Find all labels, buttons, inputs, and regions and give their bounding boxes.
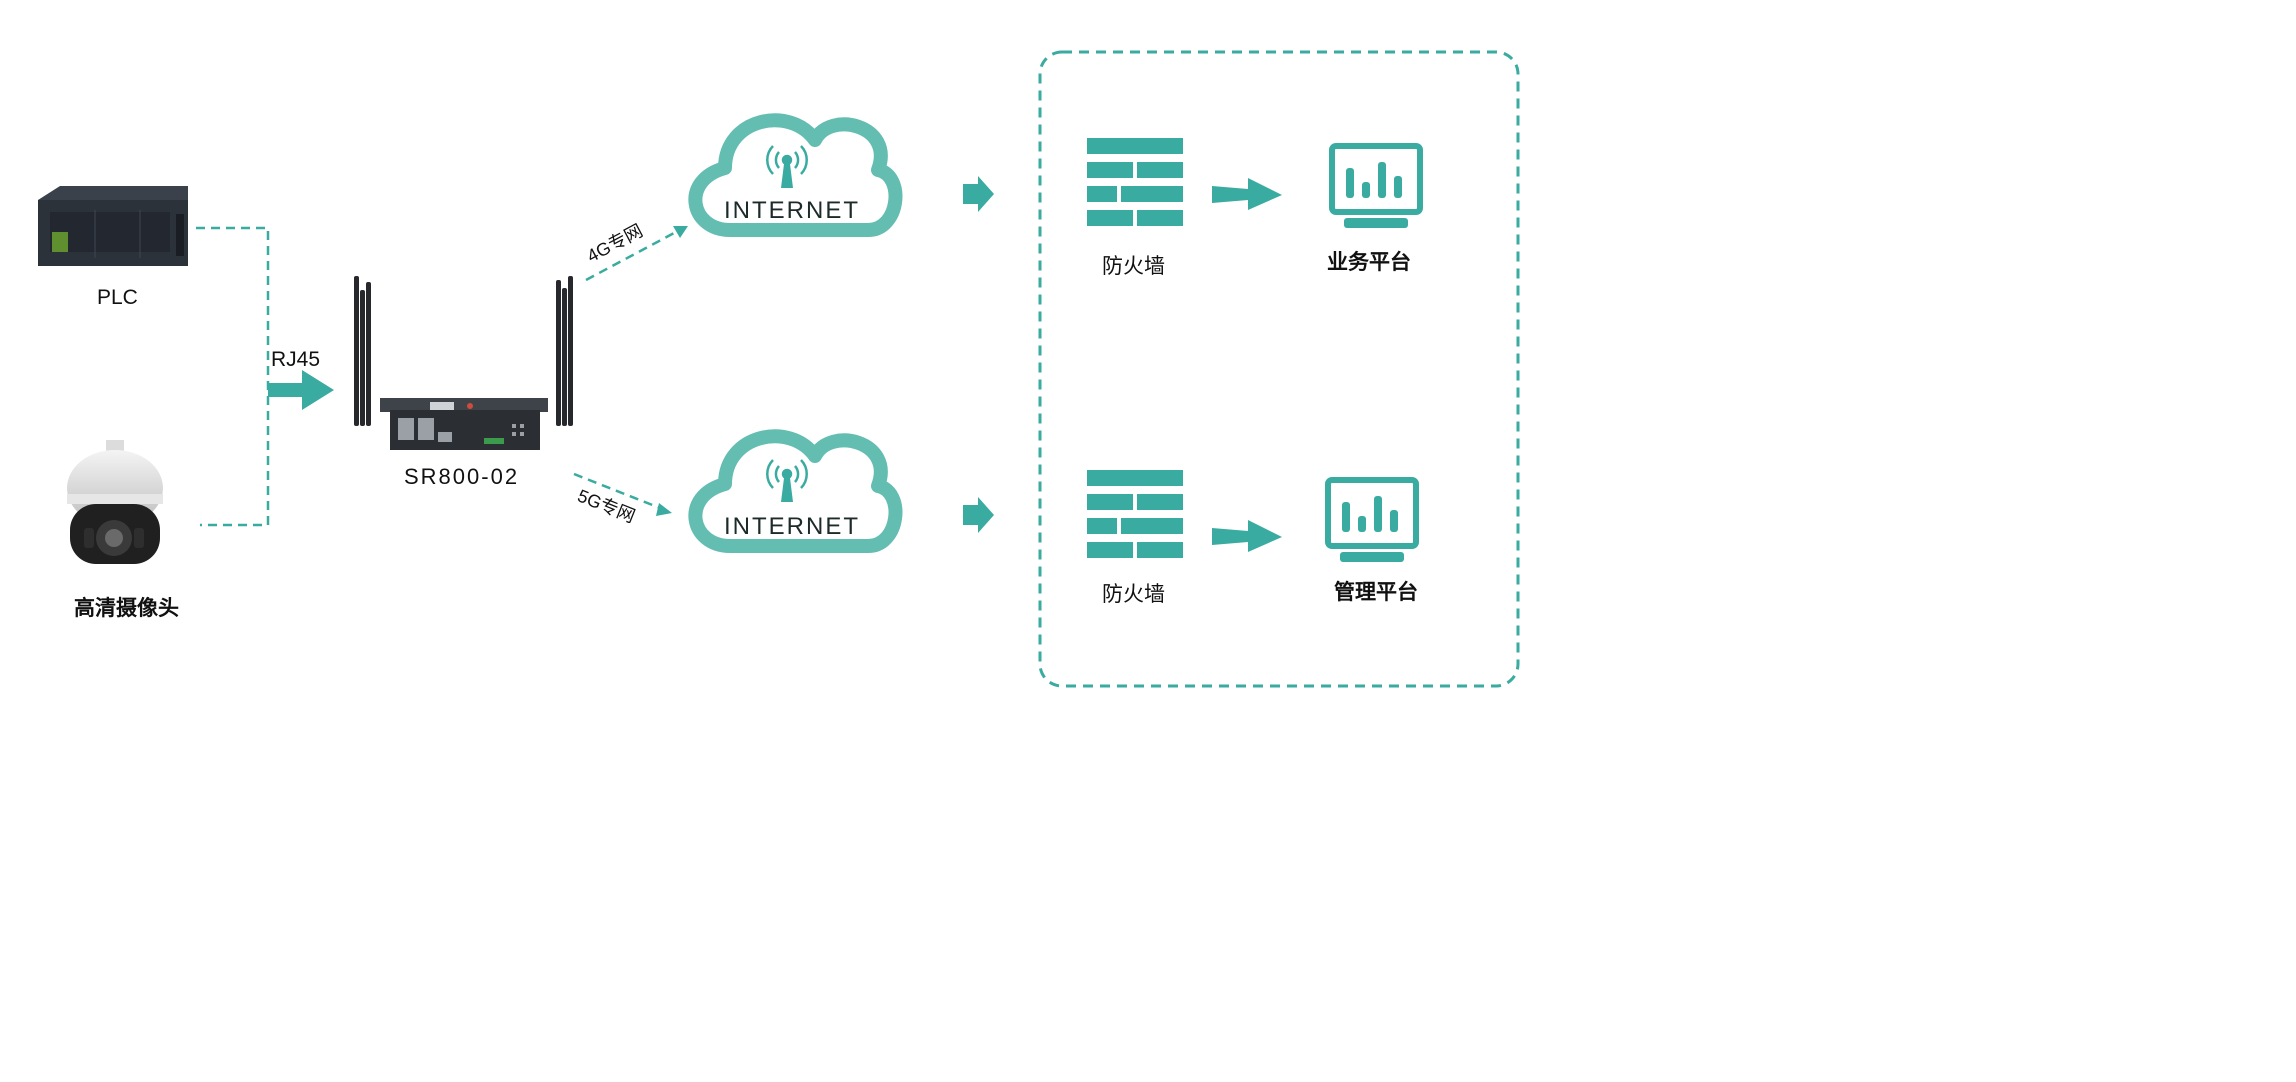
link-4g-connector — [585, 226, 688, 282]
firewall-label-bottom: 防火墙 — [1102, 583, 1165, 606]
firewall-icon — [1087, 470, 1183, 558]
router-device-image — [354, 276, 573, 450]
arrow-icon — [963, 176, 994, 212]
camera-label: 高清摄像头 — [74, 597, 179, 620]
internet-label-lower: INTERNET — [724, 513, 860, 540]
router-label: SR800-02 — [404, 464, 520, 489]
firewall-label-top: 防火墙 — [1102, 255, 1165, 278]
device-connector — [196, 226, 270, 527]
network-diagram — [38, 50, 1520, 688]
plc-device-image — [38, 186, 188, 266]
plc-label: PLC — [97, 286, 138, 309]
rj45-label: RJ45 — [271, 348, 321, 371]
monitor-chart-icon — [1329, 143, 1423, 228]
antenna-icon — [766, 459, 808, 502]
arrow-icon — [963, 497, 994, 533]
rj45-arrow-icon — [268, 370, 334, 410]
firewall-icon — [1087, 138, 1183, 226]
internet-cloud-upper — [688, 113, 903, 237]
internet-label-upper: INTERNET — [724, 197, 860, 224]
business-platform-label: 业务平台 — [1327, 251, 1411, 274]
platform-container — [1038, 50, 1520, 688]
management-platform-label: 管理平台 — [1334, 581, 1418, 604]
arrow-icon — [1212, 178, 1282, 210]
camera-device-image — [67, 440, 163, 564]
monitor-chart-icon — [1325, 477, 1419, 562]
arrow-icon — [1212, 520, 1282, 552]
link-5g-connector — [573, 472, 672, 516]
antenna-icon — [766, 145, 808, 188]
internet-cloud-lower — [688, 429, 903, 553]
